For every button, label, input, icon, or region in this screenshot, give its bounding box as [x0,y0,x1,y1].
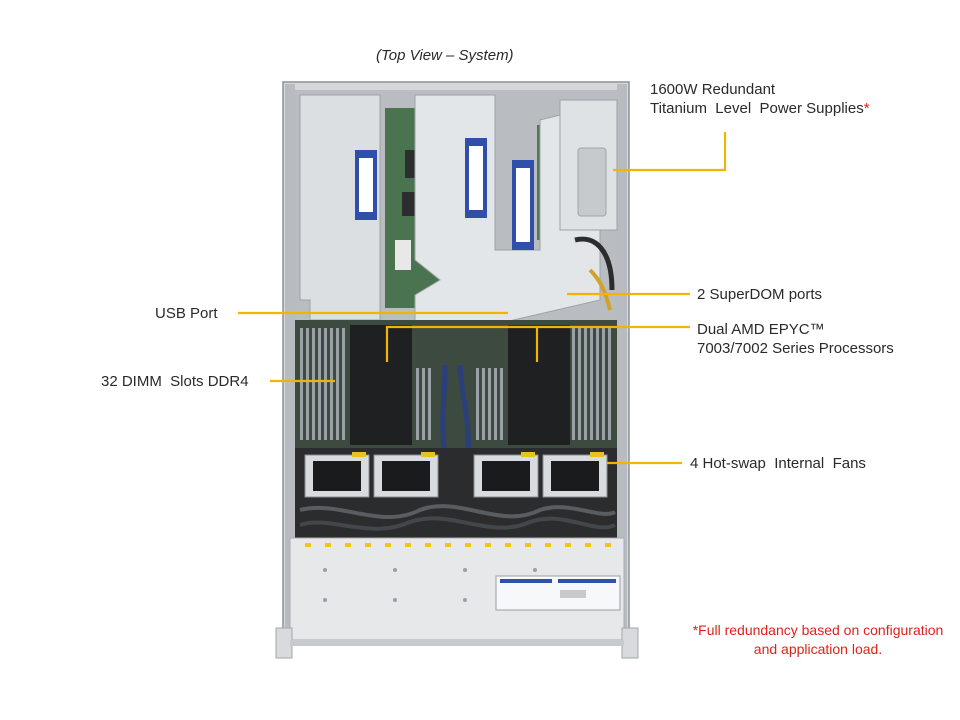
label-power-supplies: 1600W Redundant Titanium Level Power Sup… [650,80,870,118]
fan-4 [542,454,608,498]
dimm-slots-center [416,368,503,440]
footnote-marker: * [863,100,870,117]
center-riser-bracket [414,94,601,331]
label-superdom-ports: 2 SuperDOM ports [697,286,823,303]
front-rack-ear-right [621,627,639,659]
diagram-caption: (Top View – System) [376,47,514,64]
leader-line-processors [385,325,690,362]
leader-line-power-supplies [613,132,727,172]
label-power-supplies-line2: Titanium Level Power Supplies [650,100,864,117]
dimm-slots-left [300,328,345,440]
label-dimm-slots: 32 DIMM Slots DDR4 [101,373,249,390]
fan-3 [473,454,539,498]
label-processors-line1: Dual AMD EPYC™ [697,321,825,338]
front-bezel-edge [290,640,624,646]
dimm-slots-right [572,328,611,440]
label-power-supplies-line1: 1600W Redundant [650,81,776,98]
label-usb-port: USB Port [155,305,218,322]
footnote-line1: *Full redundancy based on configuration [692,622,944,638]
cpu-air-shroud-right [508,325,570,445]
label-processors-line2: 7003/7002 Series Processors [697,340,894,357]
fan-1 [304,454,370,498]
leader-lines [238,132,727,465]
cpu-air-shroud-left [350,325,412,445]
footnote-redundancy: *Full redundancy based on configuration … [676,621,960,659]
label-processors: Dual AMD EPYC™ 7003/7002 Series Processo… [697,320,894,358]
label-internal-fans: 4 Hot-swap Internal Fans [690,455,866,472]
chassis-left-wall [285,84,295,640]
chassis-right-wall [617,84,627,640]
footnote-line2: and application load. [753,641,883,657]
fan-2 [373,454,439,498]
front-rack-ear-left [275,627,293,659]
